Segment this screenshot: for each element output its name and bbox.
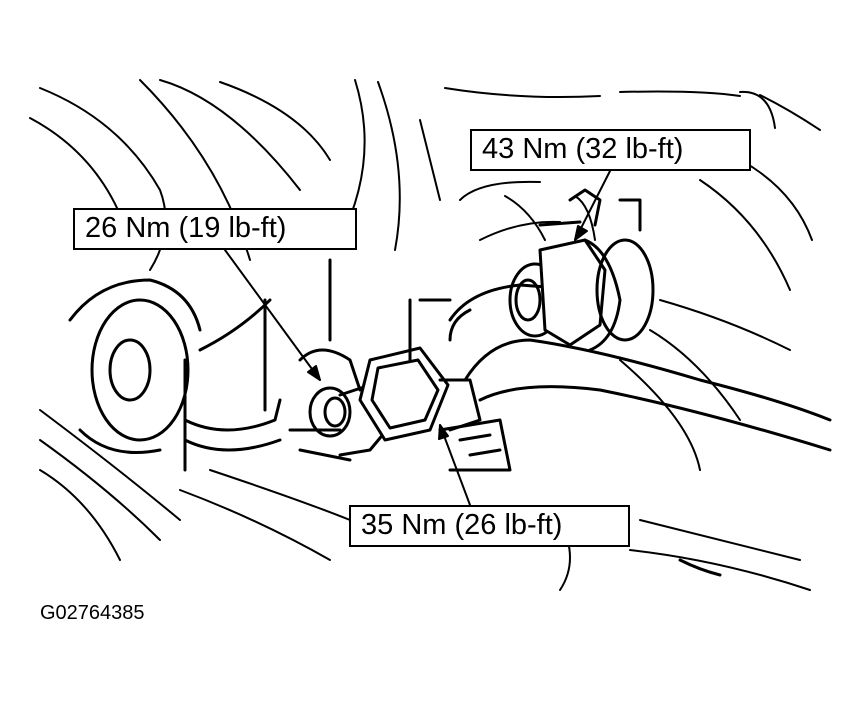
leader-lines <box>224 170 611 506</box>
left-nut-assembly <box>288 346 482 462</box>
lower-bracket <box>438 418 722 577</box>
torque-callout-top-right: 43 Nm (32 lb-ft) <box>470 129 751 171</box>
background-contours <box>29 79 821 591</box>
left-bushing <box>68 278 202 454</box>
vertical-strut <box>183 258 332 472</box>
right-nut-assembly <box>508 188 655 352</box>
figure-id: G02764385 <box>40 602 145 624</box>
torque-callout-left: 26 Nm (19 lb-ft) <box>73 208 357 250</box>
torque-callout-bottom: 35 Nm (26 lb-ft) <box>349 505 630 547</box>
